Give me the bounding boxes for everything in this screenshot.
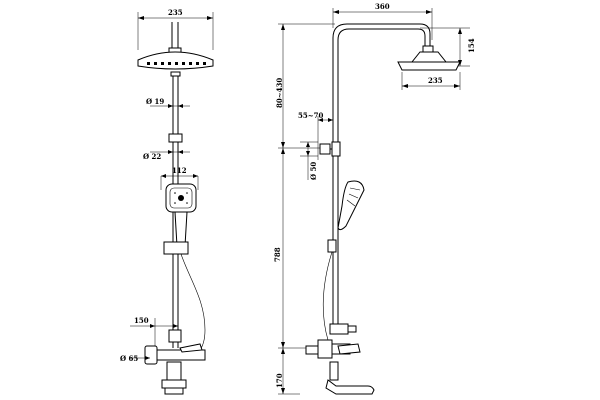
front-head-nozzles (147, 62, 206, 65)
side-mixer-assembly (305, 323, 361, 359)
front-mixer-body (144, 343, 206, 365)
front-mixer-depth-dimension: 150 (130, 316, 178, 356)
front-outlet-dia: Ø 65 (120, 354, 150, 363)
side-head-width-dimension: 235 (401, 72, 461, 90)
front-bath-spout (161, 361, 187, 395)
front-head-width-dimension: 235 (137, 8, 214, 50)
side-hand-shower (327, 180, 365, 253)
front-rail-dia-upper-label: Ø 19 (146, 97, 164, 106)
side-view: 360 154 235 (273, 2, 476, 395)
front-rain-head (137, 22, 214, 70)
front-diverter-valve (168, 329, 182, 343)
side-head-width-label: 235 (428, 76, 443, 85)
front-mixer-depth-label: 150 (134, 316, 149, 325)
front-outlet-dia-label: Ø 65 (120, 354, 138, 363)
side-mixer-height-label: 170 (275, 373, 284, 388)
front-rail-dia-lower: Ø 22 (143, 150, 190, 161)
front-slide-bracket (163, 241, 189, 255)
side-hose (322, 251, 333, 341)
side-adjust-range-label: 80~430 (275, 78, 284, 108)
front-handheld-width-dimension: 112 (160, 166, 199, 190)
front-pipe-coupling (168, 133, 183, 143)
side-rain-head (397, 45, 461, 71)
front-handheld-width-label: 112 (172, 166, 187, 175)
side-bath-spout (325, 361, 375, 395)
side-bracket-offset-label: 55~70 (298, 111, 323, 120)
side-shower-arm (332, 23, 431, 148)
side-riser-height-label: 788 (273, 247, 282, 262)
side-arm-length-dimension: 360 (332, 2, 433, 40)
side-bracket-dia-label: Ø 50 (309, 162, 318, 180)
side-wall-bracket (319, 141, 341, 157)
front-rail-dia-upper: Ø 19 (146, 97, 190, 108)
front-view: 235 (120, 8, 214, 395)
side-height-dimension-chain: 80~430 788 170 (273, 23, 335, 395)
side-arm-length-label: 360 (375, 2, 390, 11)
front-hand-shower (165, 183, 197, 247)
front-rail-dia-lower-label: Ø 22 (143, 152, 161, 161)
side-head-drop-label: 154 (467, 38, 476, 53)
front-head-width-label: 235 (168, 8, 183, 17)
side-bracket-offset-dimension: 55~70 (298, 111, 333, 160)
side-bracket-dia: Ø 50 (300, 141, 318, 180)
front-hose (180, 253, 206, 361)
